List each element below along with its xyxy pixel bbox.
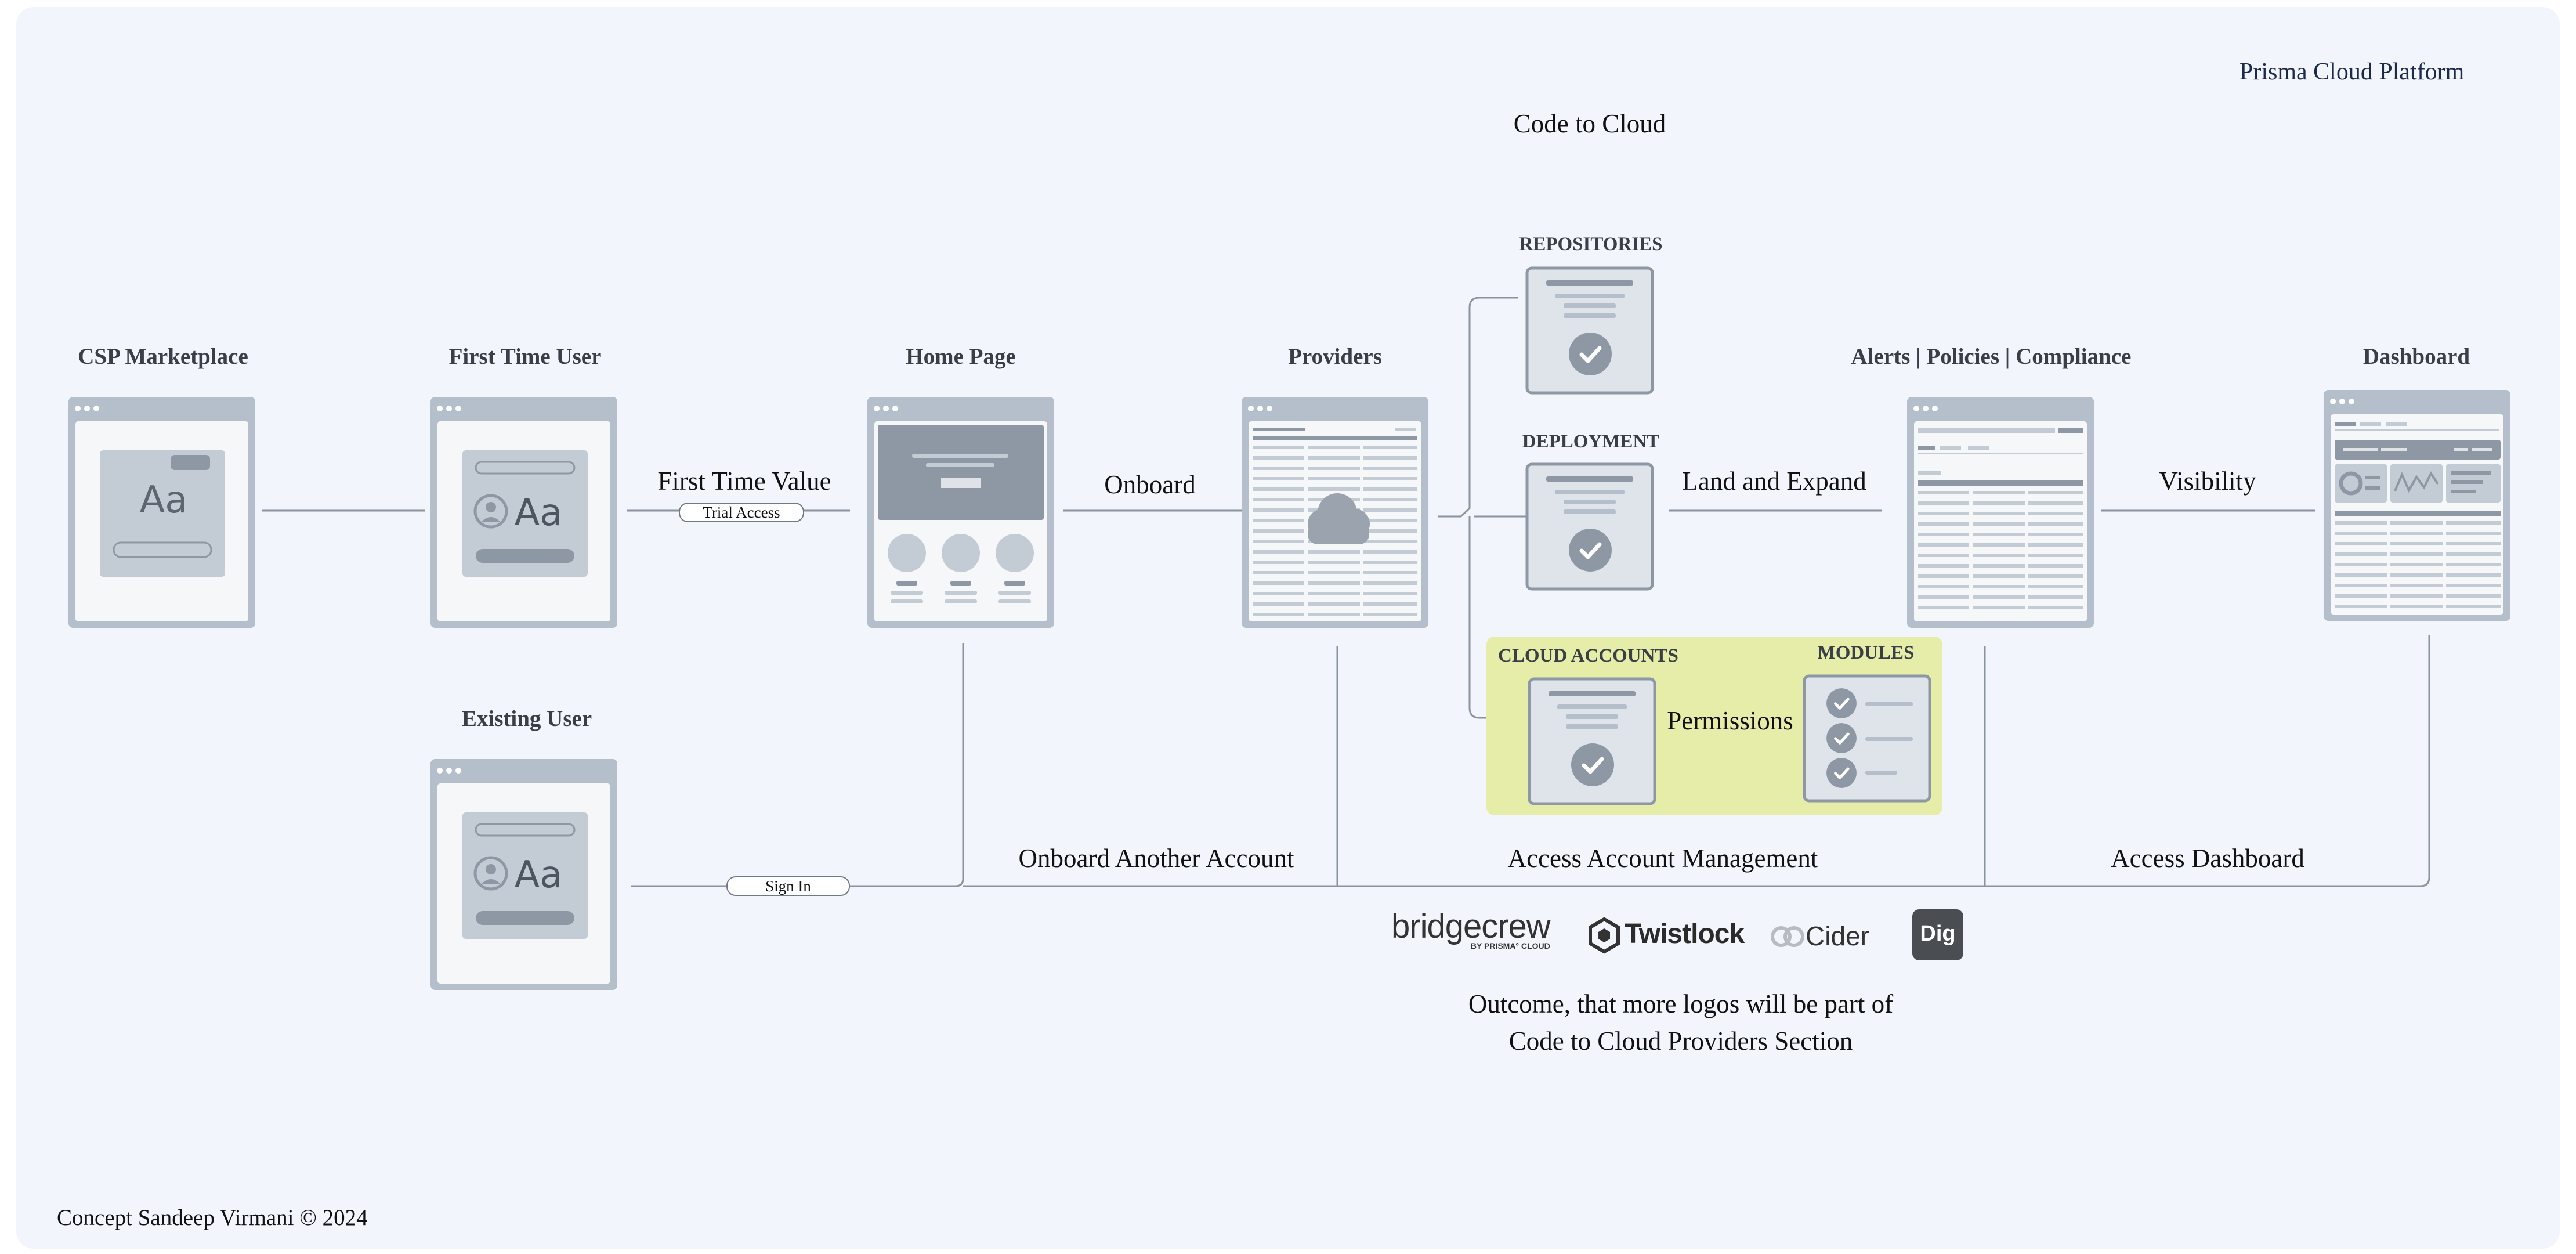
onboard-label: Onboard [1104,470,1196,499]
alerts-policies-label: Alerts | Policies | Compliance [1851,344,2132,369]
cider-icon [1771,926,1804,947]
first-time-user-window[interactable]: Aa [430,397,617,628]
land-expand-label: Land and Expand [1682,467,1866,496]
providers-window[interactable] [1242,397,1428,628]
outcome-line-1: Outcome, that more logos will be part of [1468,989,1894,1018]
twistlock-logo: Twistlock [1625,919,1745,949]
csp-marketplace-label: CSP Marketplace [78,344,248,369]
onboard-another-label: Onboard Another Account [1018,844,1294,873]
repositories-card[interactable] [1525,266,1654,395]
twistlock-icon [1589,917,1620,954]
cider-logo: Cider [1806,921,1869,951]
dig-logo: Dig [1912,909,1963,960]
permissions-label: Permissions [1667,706,1793,735]
first-time-value-label: First Time Value [657,467,831,496]
code-to-cloud-title: Code to Cloud [1513,109,1666,138]
visibility-label: Visibility [2159,467,2256,496]
sign-in-pill[interactable]: Sign In [726,876,850,896]
footer-credit: Concept Sandeep Virmani © 2024 [57,1205,368,1230]
providers-label: Providers [1288,344,1382,369]
home-page-label: Home Page [906,344,1016,369]
cloud-icon [1308,493,1370,544]
deployment-label: DEPLOYMENT [1522,431,1660,452]
alerts-policies-window[interactable] [1907,397,2094,628]
repositories-label: REPOSITORIES [1519,234,1663,255]
csp-marketplace-window[interactable]: Aa [68,397,255,628]
deployment-card[interactable] [1525,462,1654,591]
cloud-accounts-card[interactable] [1528,677,1656,805]
access-dashboard-label: Access Dashboard [2111,844,2304,873]
first-time-aa-text: Aa [515,492,563,534]
access-account-mgmt-label: Access Account Management [1507,844,1818,873]
cloud-accounts-label: CLOUD ACCOUNTS [1498,645,1678,666]
existing-aa-text: Aa [515,854,563,897]
platform-title: Prisma Cloud Platform [2239,59,2465,85]
trial-access-pill[interactable]: Trial Access [679,503,804,522]
dashboard-label: Dashboard [2362,344,2470,369]
modules-card[interactable] [1803,674,1931,803]
home-page-window[interactable] [867,397,1054,628]
outcome-line-2: Code to Cloud Providers Section [1508,1027,1853,1056]
modules-label: MODULES [1817,642,1915,663]
dashboard-window[interactable] [2324,390,2510,621]
svg-text:Dig: Dig [1920,921,1955,946]
existing-user-label: Existing User [461,706,592,731]
bridgecrew-logo: bridgecrew BY PRISMA° CLOUD [1391,908,1551,951]
existing-user-window[interactable]: Aa [430,759,617,990]
first-time-user-label: First Time User [448,344,602,369]
csp-aa-text: Aa [140,479,188,522]
